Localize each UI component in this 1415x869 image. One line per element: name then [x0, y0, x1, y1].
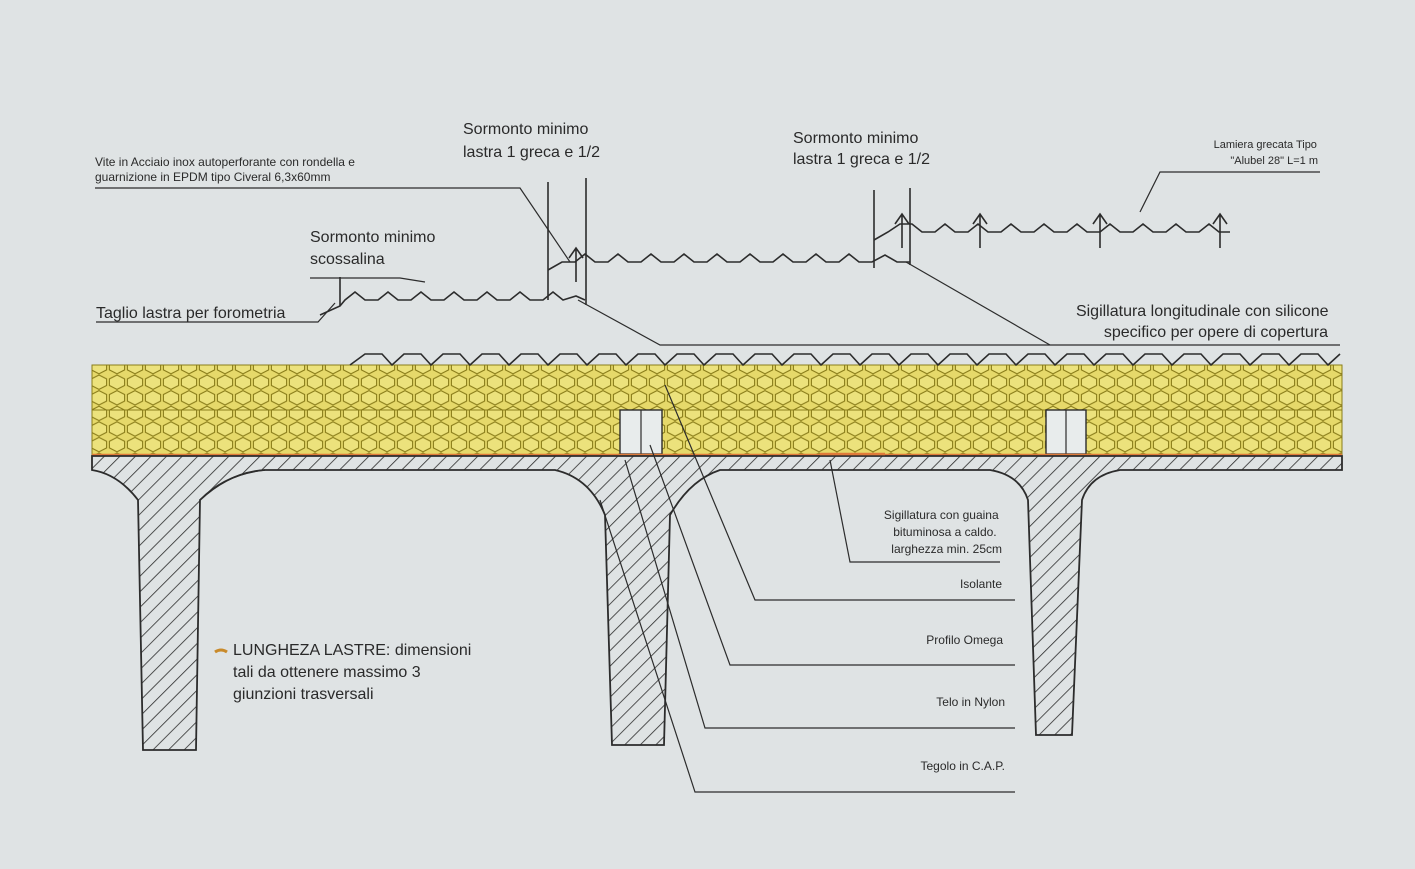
sheet-cut-label: Taglio lastra per forometria [96, 305, 286, 322]
sheet-length-note: LUNGHEZA LASTRE: dimensioni tali da otte… [233, 642, 476, 703]
overlap-markers [547, 178, 911, 305]
overlap-flashing-label: Sormonto minimo scossalina [310, 229, 440, 268]
corrugated-sheet-label: Lamiera grecata Tipo "Alubel 28" L=1 m [1214, 139, 1320, 167]
concrete-beams [91, 455, 1343, 751]
screws-label: Vite in Acciaio inox autoperforante con … [95, 155, 358, 184]
upper-sheet-left [547, 252, 910, 271]
screw-icons [568, 212, 1228, 282]
bitumen-seal-label: Sigillatura con guaina bituminosa a cald… [884, 508, 1002, 556]
leader-lines [95, 171, 1340, 793]
overlap-sheet-label-left: Sormonto minimo lastra 1 greca e 1/2 [463, 121, 600, 161]
flashing-sheet [319, 290, 586, 316]
longitudinal-seal-label: Sigillatura longitudinale con silicone s… [1076, 303, 1333, 341]
beam-label: Tegolo in C.A.P. [921, 759, 1006, 773]
nylon-sheet-label: Telo in Nylon [936, 695, 1005, 709]
upper-sheet-right [873, 222, 1230, 241]
omega-profile-label: Profilo Omega [926, 633, 1003, 647]
overlap-sheet-label-right: Sormonto minimo lastra 1 greca e 1/2 [793, 130, 930, 168]
insulation-layer [91, 364, 1343, 457]
roof-sheet-profile [349, 353, 1341, 367]
insulation-label: Isolante [960, 577, 1002, 591]
